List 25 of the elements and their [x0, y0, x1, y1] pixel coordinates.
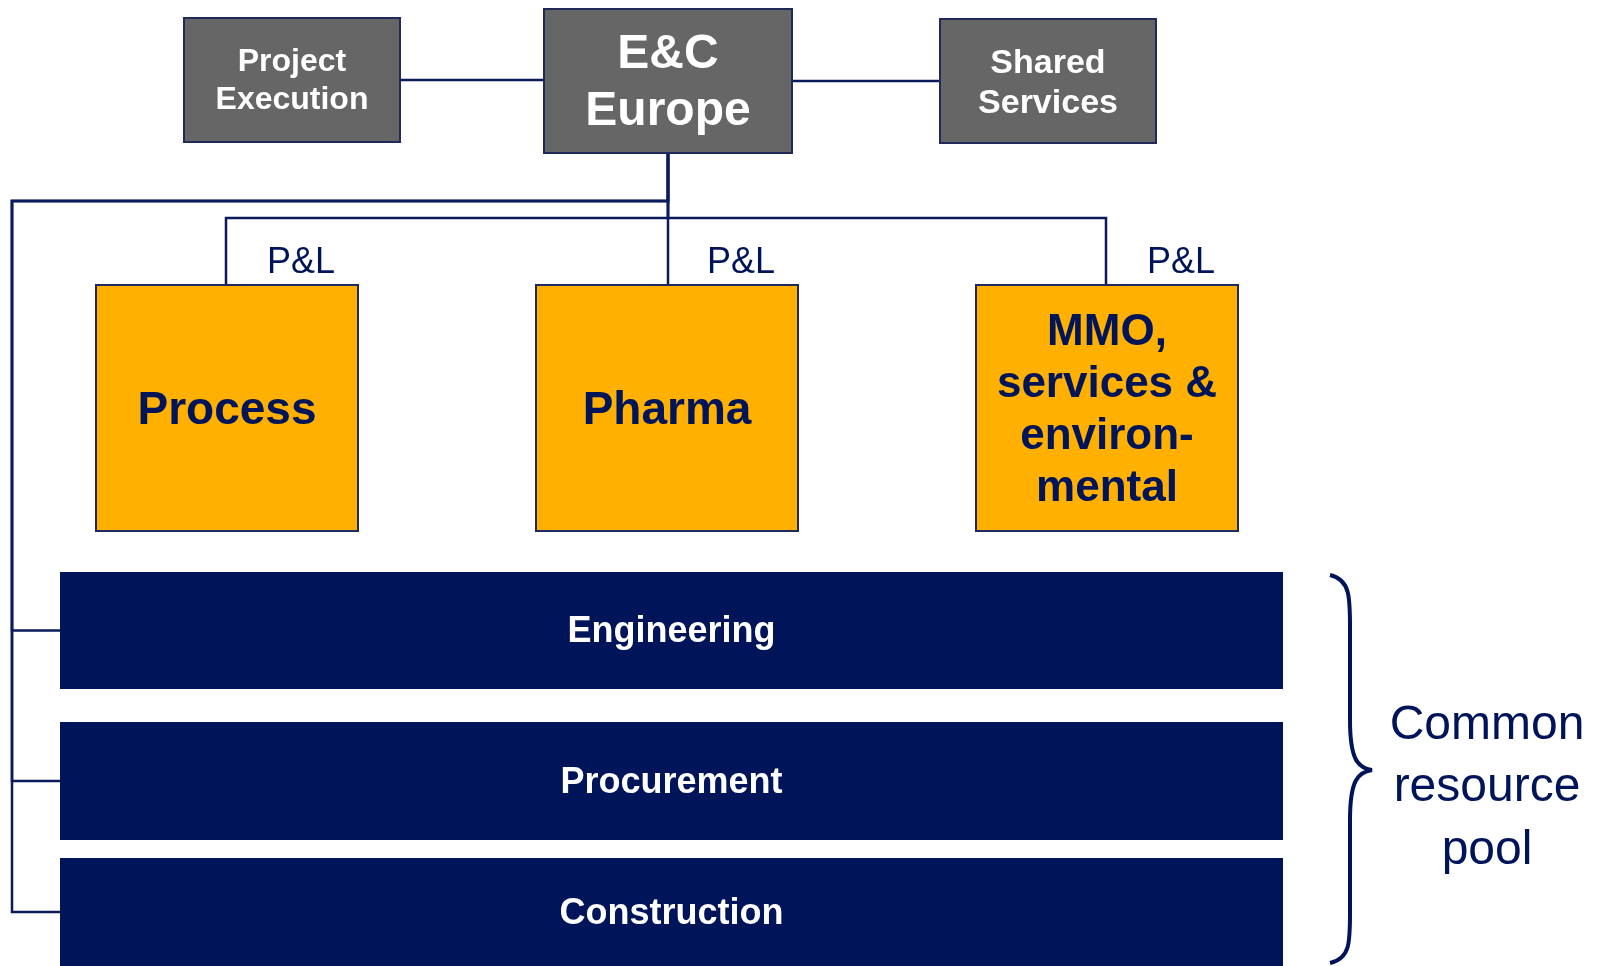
connector-line — [401, 78, 543, 82]
resource-bar — [60, 572, 1283, 689]
connector-line — [10, 154, 670, 914]
resource-bar — [60, 722, 1283, 840]
unit-name: Shared Services — [977, 40, 1119, 122]
business-unit-box — [95, 284, 359, 532]
pl-label: P&L — [267, 240, 336, 282]
unit-name: Procurement — [560, 759, 783, 803]
unit-name: Construction — [559, 890, 784, 934]
unit-name: Project Execution — [214, 42, 370, 118]
unit-name: Process — [137, 380, 317, 436]
business-unit-box — [975, 284, 1239, 532]
resource-bar — [60, 858, 1283, 966]
group-label: Common resource pool — [1388, 695, 1586, 876]
org-unit-box — [543, 8, 793, 154]
pl-label: P&L — [707, 240, 776, 282]
pl-label: P&L — [1147, 240, 1216, 282]
unit-name: Pharma — [582, 380, 752, 436]
unit-name: Engineering — [567, 609, 776, 652]
org-unit-box — [939, 18, 1157, 144]
unit-name: E&C Europe — [584, 24, 752, 137]
business-unit-box — [535, 284, 799, 532]
unit-name: MMO, services & environ-mental — [995, 304, 1219, 512]
org-unit-box — [183, 17, 401, 143]
connector-line — [793, 79, 939, 83]
